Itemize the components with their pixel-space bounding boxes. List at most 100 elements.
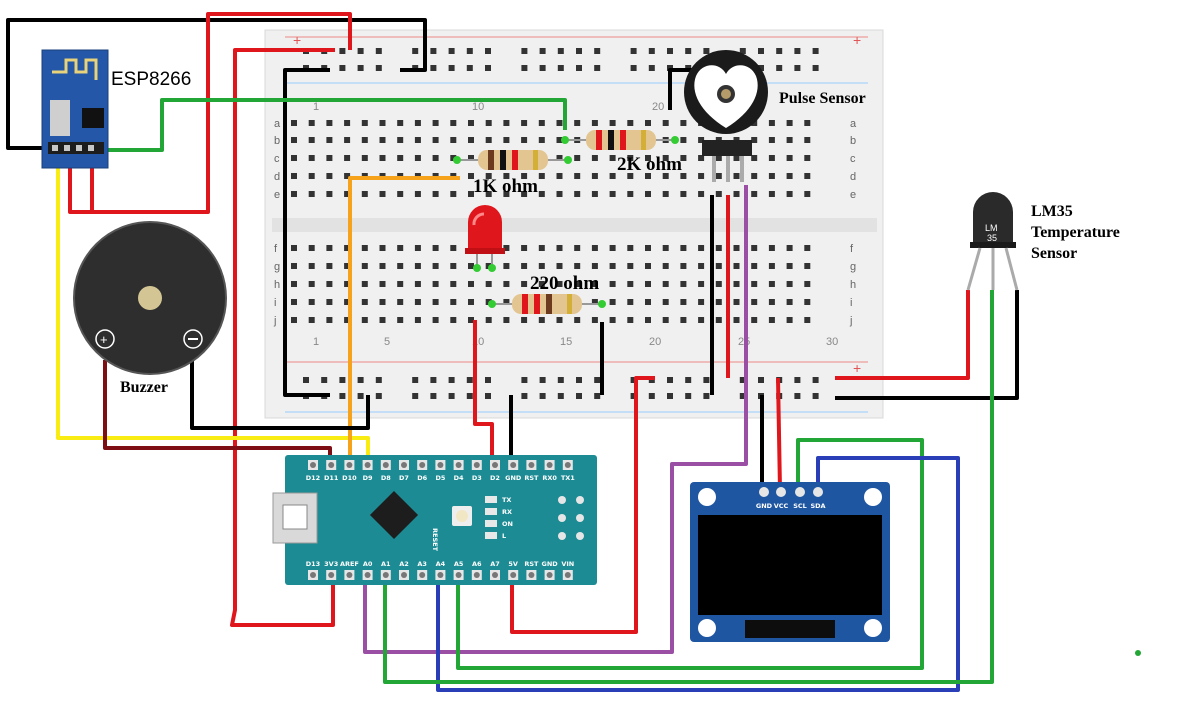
row-label: f — [850, 243, 854, 255]
hole — [786, 137, 793, 143]
hole — [591, 191, 598, 197]
hole — [468, 137, 474, 143]
hole — [609, 155, 616, 161]
hole — [503, 245, 510, 251]
pin-label: D5 — [435, 474, 445, 482]
hole — [397, 191, 404, 197]
pin-hole — [328, 462, 335, 468]
hole — [574, 317, 581, 323]
hole — [574, 191, 581, 197]
rail-hole — [812, 65, 819, 71]
hole — [379, 317, 386, 323]
pulse-sensor — [684, 50, 768, 182]
led-label: RX — [502, 508, 512, 516]
hole — [733, 191, 740, 197]
rail-hole — [576, 393, 582, 399]
hole — [680, 173, 687, 179]
rail-hole — [557, 65, 564, 71]
hole — [786, 317, 793, 323]
rail-hole — [685, 377, 692, 383]
resistor-2k-label: 2K ohm — [617, 154, 682, 175]
hole — [291, 191, 297, 197]
pin-hole — [419, 462, 426, 468]
hole — [804, 137, 811, 143]
wire-black-esp-gnd — [6, 18, 427, 150]
hole — [591, 299, 598, 305]
hole — [751, 299, 758, 305]
hole — [521, 137, 528, 143]
pin-label: A6 — [472, 560, 482, 568]
hole — [468, 173, 474, 179]
pin-label: GND — [505, 474, 522, 482]
hole — [680, 155, 687, 161]
rail-hole — [812, 393, 819, 399]
hole — [468, 263, 474, 269]
hole — [645, 263, 651, 269]
col-label: 20 — [652, 101, 664, 113]
hole — [521, 317, 528, 323]
hole — [786, 263, 793, 269]
hole — [715, 245, 722, 251]
rail-hole — [466, 377, 473, 383]
hole — [485, 120, 492, 126]
rail-hole — [357, 65, 364, 71]
hole — [698, 191, 705, 197]
rail-hole — [794, 48, 801, 54]
hole — [751, 317, 758, 323]
rail-plus-label-tl: + — [293, 32, 301, 48]
hole — [733, 173, 740, 179]
hole — [715, 191, 722, 197]
wire-green-lm35-out — [383, 290, 994, 684]
pin-label: D11 — [324, 474, 339, 482]
hole — [804, 299, 811, 305]
hole — [556, 137, 563, 143]
hole — [556, 155, 563, 161]
hole — [804, 281, 811, 287]
rail-hole — [539, 65, 546, 71]
rail-hole — [739, 48, 746, 54]
rail-hole — [703, 48, 710, 54]
hole — [468, 155, 474, 161]
hole — [645, 299, 651, 305]
hole — [609, 281, 616, 287]
hole — [768, 317, 775, 323]
hole — [344, 317, 351, 323]
pin-label: A2 — [399, 560, 409, 568]
rail-hole — [339, 377, 346, 383]
hole — [503, 281, 510, 287]
hole — [574, 155, 581, 161]
rail-hole — [758, 48, 764, 54]
rail-hole — [685, 48, 692, 54]
hole — [291, 245, 297, 251]
rail-hole — [412, 377, 419, 383]
hole — [733, 317, 740, 323]
wire-red-oled-vcc — [776, 377, 782, 491]
rail-hole — [357, 48, 364, 54]
pin-label: A4 — [436, 560, 446, 568]
rail-hole — [576, 377, 582, 383]
hole — [627, 245, 634, 251]
hole — [751, 281, 758, 287]
hole — [503, 263, 510, 269]
hole — [768, 173, 775, 179]
hole — [521, 263, 528, 269]
row-label: a — [850, 118, 857, 130]
row-label: j — [273, 315, 276, 327]
rail-hole — [667, 48, 673, 54]
rail-hole — [794, 377, 801, 383]
rail-hole — [485, 377, 491, 383]
hole — [768, 245, 775, 251]
rail-hole — [466, 65, 473, 71]
hole — [768, 155, 775, 161]
hole — [804, 155, 811, 161]
hole — [414, 137, 421, 143]
row-label: c — [274, 153, 280, 165]
hole — [768, 137, 775, 143]
rail-hole — [667, 377, 673, 383]
hole — [609, 317, 616, 323]
hole — [698, 155, 705, 161]
hole — [645, 317, 651, 323]
rail-hole — [812, 377, 819, 383]
hole — [574, 120, 581, 126]
